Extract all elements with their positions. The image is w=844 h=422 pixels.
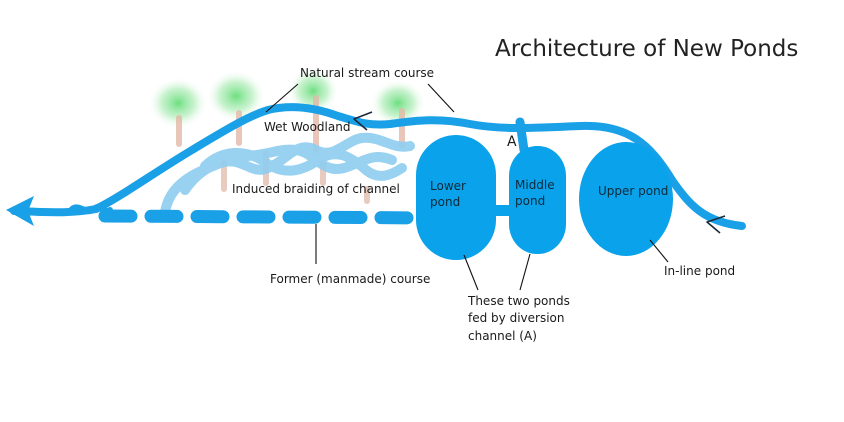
flow-chevron-icon	[353, 111, 373, 131]
diagram-title: Architecture of New Ponds	[495, 36, 799, 62]
braiding-label: Induced braiding of channel	[232, 182, 400, 196]
tree	[148, 77, 208, 147]
upper-pond	[579, 142, 673, 256]
upper-pond-label: Upper pond	[598, 184, 669, 198]
tree	[370, 79, 426, 148]
natural-stream-label: Natural stream course	[300, 66, 435, 80]
flow-chevron-icon	[706, 215, 726, 234]
leader-lines	[265, 83, 669, 291]
middle-pond-label: Middle pond	[515, 178, 555, 209]
lower-pond	[416, 135, 496, 260]
fed-by-diversion-label: These two ponds fed by diversion channel…	[468, 294, 570, 343]
diversion-marker-a: A	[507, 134, 517, 150]
pond-connector	[490, 205, 514, 216]
wet-woodland-label: Wet Woodland	[264, 120, 351, 134]
former-course-path	[98, 209, 445, 225]
outlet-wiggle	[69, 204, 113, 215]
braided-channels	[160, 132, 415, 217]
former-course-label: Former (manmade) course	[270, 272, 431, 286]
outlet-arrow	[6, 196, 34, 226]
diversion-channel-a	[515, 117, 529, 155]
middle-pond	[509, 146, 566, 254]
natural-stream-path	[10, 103, 746, 230]
inline-pond-label: In-line pond	[664, 264, 736, 278]
lower-pond-label: Lower pond	[430, 179, 466, 210]
